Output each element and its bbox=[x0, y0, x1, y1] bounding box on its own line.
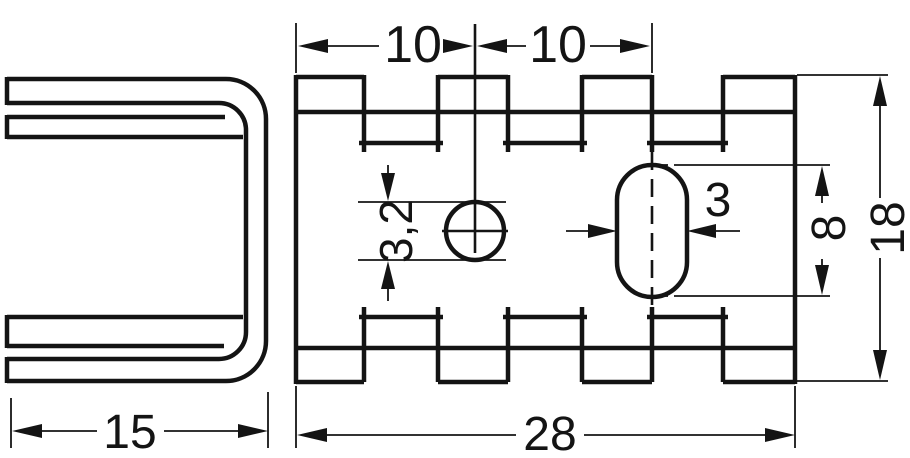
dimension-slot-width: 3 bbox=[566, 174, 740, 238]
dimension-side-width: 15 bbox=[10, 392, 269, 458]
dim-label-pitch-left: 10 bbox=[384, 16, 442, 74]
dim-label-side-width: 15 bbox=[103, 406, 156, 458]
dim-label-overall-height: 18 bbox=[862, 201, 910, 254]
dim-label-overall-length: 28 bbox=[523, 408, 576, 458]
dimension-slot-height: 8 bbox=[656, 164, 856, 297]
side-view-inner-surface bbox=[7, 100, 249, 362]
dim-label-slot-width: 3 bbox=[705, 174, 732, 227]
dimension-hole-diameter: 3,2 bbox=[358, 165, 506, 301]
side-view-upper-fin bbox=[4, 114, 243, 140]
dimension-overall-height: 18 bbox=[797, 74, 910, 382]
side-view-outer-surface bbox=[7, 76, 269, 384]
bottom-band-verticals bbox=[361, 307, 726, 382]
dim-label-hole-diameter: 3,2 bbox=[370, 199, 422, 263]
dim-label-slot-height: 8 bbox=[803, 215, 856, 242]
side-view bbox=[4, 76, 269, 384]
dim-label-pitch-right: 10 bbox=[529, 16, 587, 74]
top-band-verticals bbox=[361, 75, 726, 152]
dimension-overall-length: 28 bbox=[295, 386, 796, 458]
side-view-lower-fin bbox=[4, 314, 243, 349]
dimension-pitch: 10 10 bbox=[295, 16, 653, 74]
